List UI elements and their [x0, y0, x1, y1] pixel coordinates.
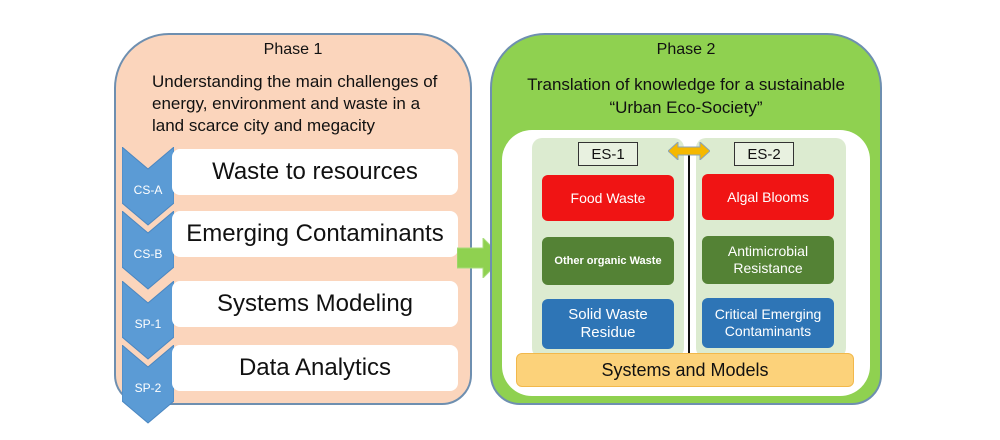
topic-critical-emerging-contaminants: Critical Emerging Contaminants	[702, 298, 834, 348]
step-label: Systems Modeling	[172, 281, 458, 327]
double-arrow-icon	[668, 142, 710, 160]
phase1-title: Phase 1	[263, 41, 323, 58]
step-label: Emerging Contaminants	[172, 211, 458, 257]
step-code: CS-B	[133, 247, 163, 261]
step-label: Data Analytics	[172, 345, 458, 391]
eco-society-container: ES-1 ES-2 Food Waste Other organic Waste…	[502, 130, 870, 396]
step-code: SP-1	[134, 317, 162, 331]
step-label: Waste to resources	[172, 149, 458, 195]
phase1-panel: Phase 1 Understanding the main challenge…	[114, 33, 472, 424]
step-code: SP-2	[134, 381, 162, 395]
chevron-down-icon	[122, 211, 174, 290]
divider-line	[688, 154, 690, 366]
es2-label: ES-2	[734, 142, 794, 166]
topic-other-organic-waste: Other organic Waste	[542, 237, 674, 285]
step-cs-b: CS-B Emerging Contaminants	[116, 211, 476, 290]
step-code: CS-A	[133, 183, 163, 197]
topic-solid-waste-residue: Solid Waste Residue	[542, 299, 674, 349]
chevron-down-icon	[122, 147, 174, 226]
chevron-down-icon	[122, 345, 174, 424]
es1-label: ES-1	[578, 142, 638, 166]
phase2-description: Translation of knowledge for a sustainab…	[527, 75, 845, 117]
step-sp-2: SP-2 Data Analytics	[116, 345, 476, 424]
step-sp-1: SP-1 Systems Modeling	[116, 281, 476, 360]
systems-and-models-bar: Systems and Models	[516, 353, 854, 387]
chevron-down-icon	[122, 281, 174, 360]
step-cs-a: CS-A Waste to resources	[116, 147, 476, 226]
topic-food-waste: Food Waste	[542, 175, 674, 221]
phase2-panel: Phase 2 Translation of knowledge for a s…	[490, 33, 882, 405]
topic-algal-blooms: Algal Blooms	[702, 174, 834, 220]
phase1-description: Understanding the main challenges of ene…	[152, 72, 438, 135]
topic-antimicrobial-resistance: Antimicrobial Resistance	[702, 236, 834, 284]
phase2-title: Phase 2	[656, 41, 716, 58]
